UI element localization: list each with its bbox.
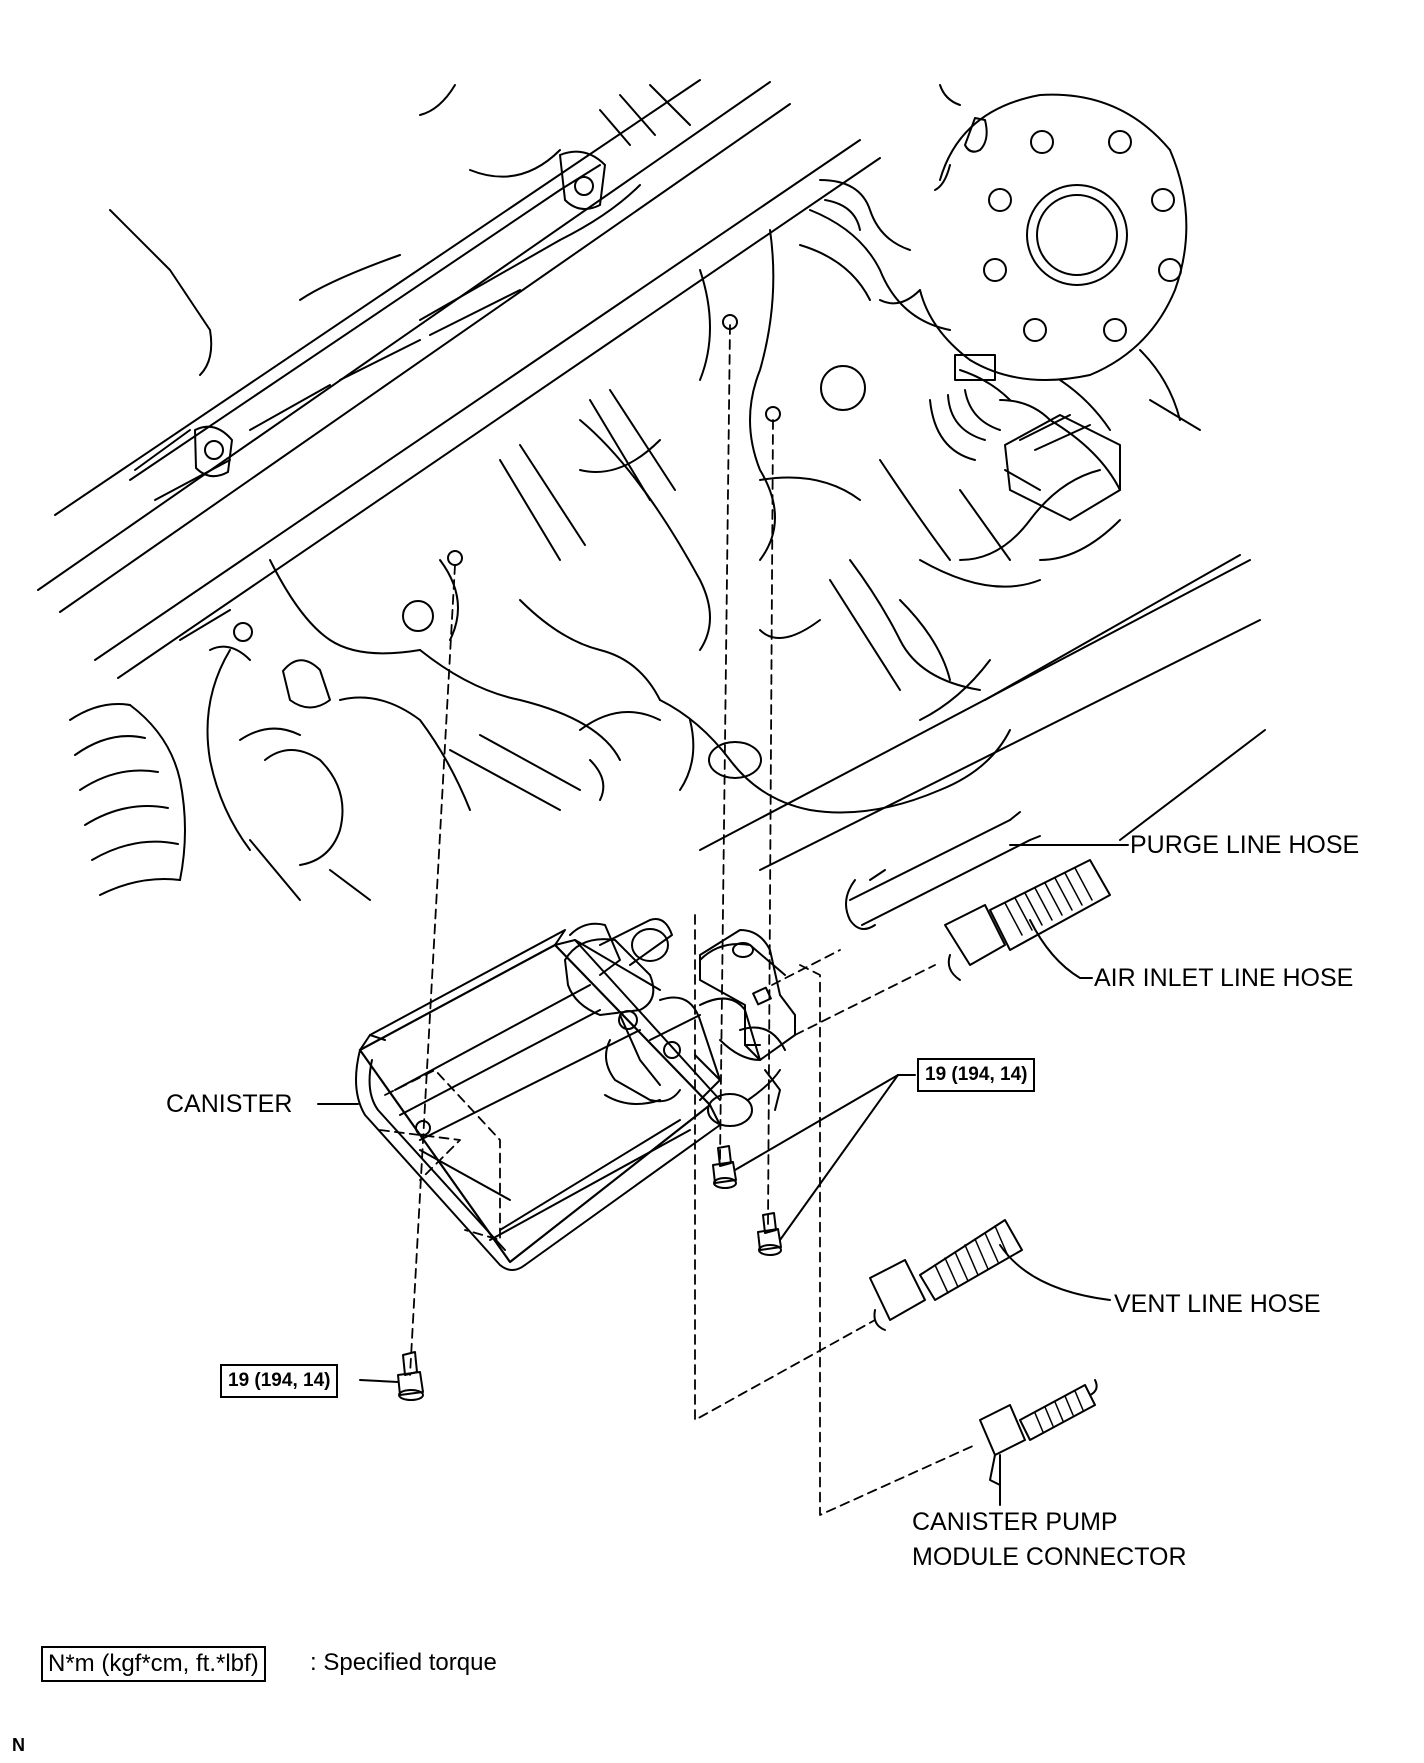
air-inlet-hose <box>945 860 1110 980</box>
vent-line-hose <box>870 1220 1110 1330</box>
torque-spec-upper: 19 (194, 14) <box>917 1058 1036 1092</box>
underbody-frame <box>38 80 1265 870</box>
torque-legend-description: : Specified torque <box>310 1649 497 1676</box>
wheel-hub <box>800 85 1200 430</box>
pump-module-connector-label-line2: MODULE CONNECTOR <box>912 1543 1187 1571</box>
frame-details-left <box>110 85 690 500</box>
purge-line-tube <box>846 812 1128 929</box>
canister-label: CANISTER <box>166 1090 293 1118</box>
pump-module-connector-label-line1: CANISTER PUMP <box>912 1508 1118 1536</box>
installation-guides <box>380 325 975 1515</box>
canister-bracket <box>700 930 795 1060</box>
pump-module-connector <box>980 1380 1097 1505</box>
air-inlet-line-hose-label: AIR INLET LINE HOSE <box>1094 964 1354 992</box>
mounting-holes <box>448 315 780 565</box>
torque-unit-legend-box: N*m (kgf*cm, ft.*lbf) <box>41 1646 266 1682</box>
bolt-left <box>398 1352 423 1400</box>
suspension-bellows <box>70 610 470 900</box>
purge-line-hose-label: PURGE LINE HOSE <box>1130 831 1360 859</box>
bolt-center <box>713 1146 736 1188</box>
vent-line-hose-label: VENT LINE HOSE <box>1114 1290 1321 1318</box>
canister-pump-assembly <box>565 919 785 1126</box>
corner-mark: N <box>12 1735 25 1755</box>
underbody-pan <box>234 230 1120 813</box>
harness-connector-upper <box>930 355 1120 520</box>
bolt-right <box>758 1213 781 1255</box>
leader-lines <box>318 1075 915 1382</box>
torque-spec-lower: 19 (194, 14) <box>220 1364 339 1398</box>
